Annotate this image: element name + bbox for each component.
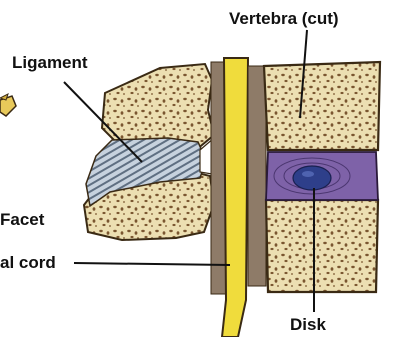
posterior-wall bbox=[248, 66, 266, 286]
spinal-cord-leader bbox=[74, 263, 230, 265]
label-ligament: Ligament bbox=[12, 54, 88, 71]
disk-nucleus bbox=[293, 166, 331, 190]
label-disk: Disk bbox=[290, 316, 326, 333]
upper-vertebral-body bbox=[264, 62, 380, 150]
label-spinal-cord: al cord bbox=[0, 254, 56, 271]
label-vertebra: Vertebra (cut) bbox=[229, 10, 339, 27]
spinal-cord bbox=[222, 58, 248, 337]
label-facet: Facet bbox=[0, 211, 44, 228]
lower-vertebral-body bbox=[266, 200, 378, 292]
